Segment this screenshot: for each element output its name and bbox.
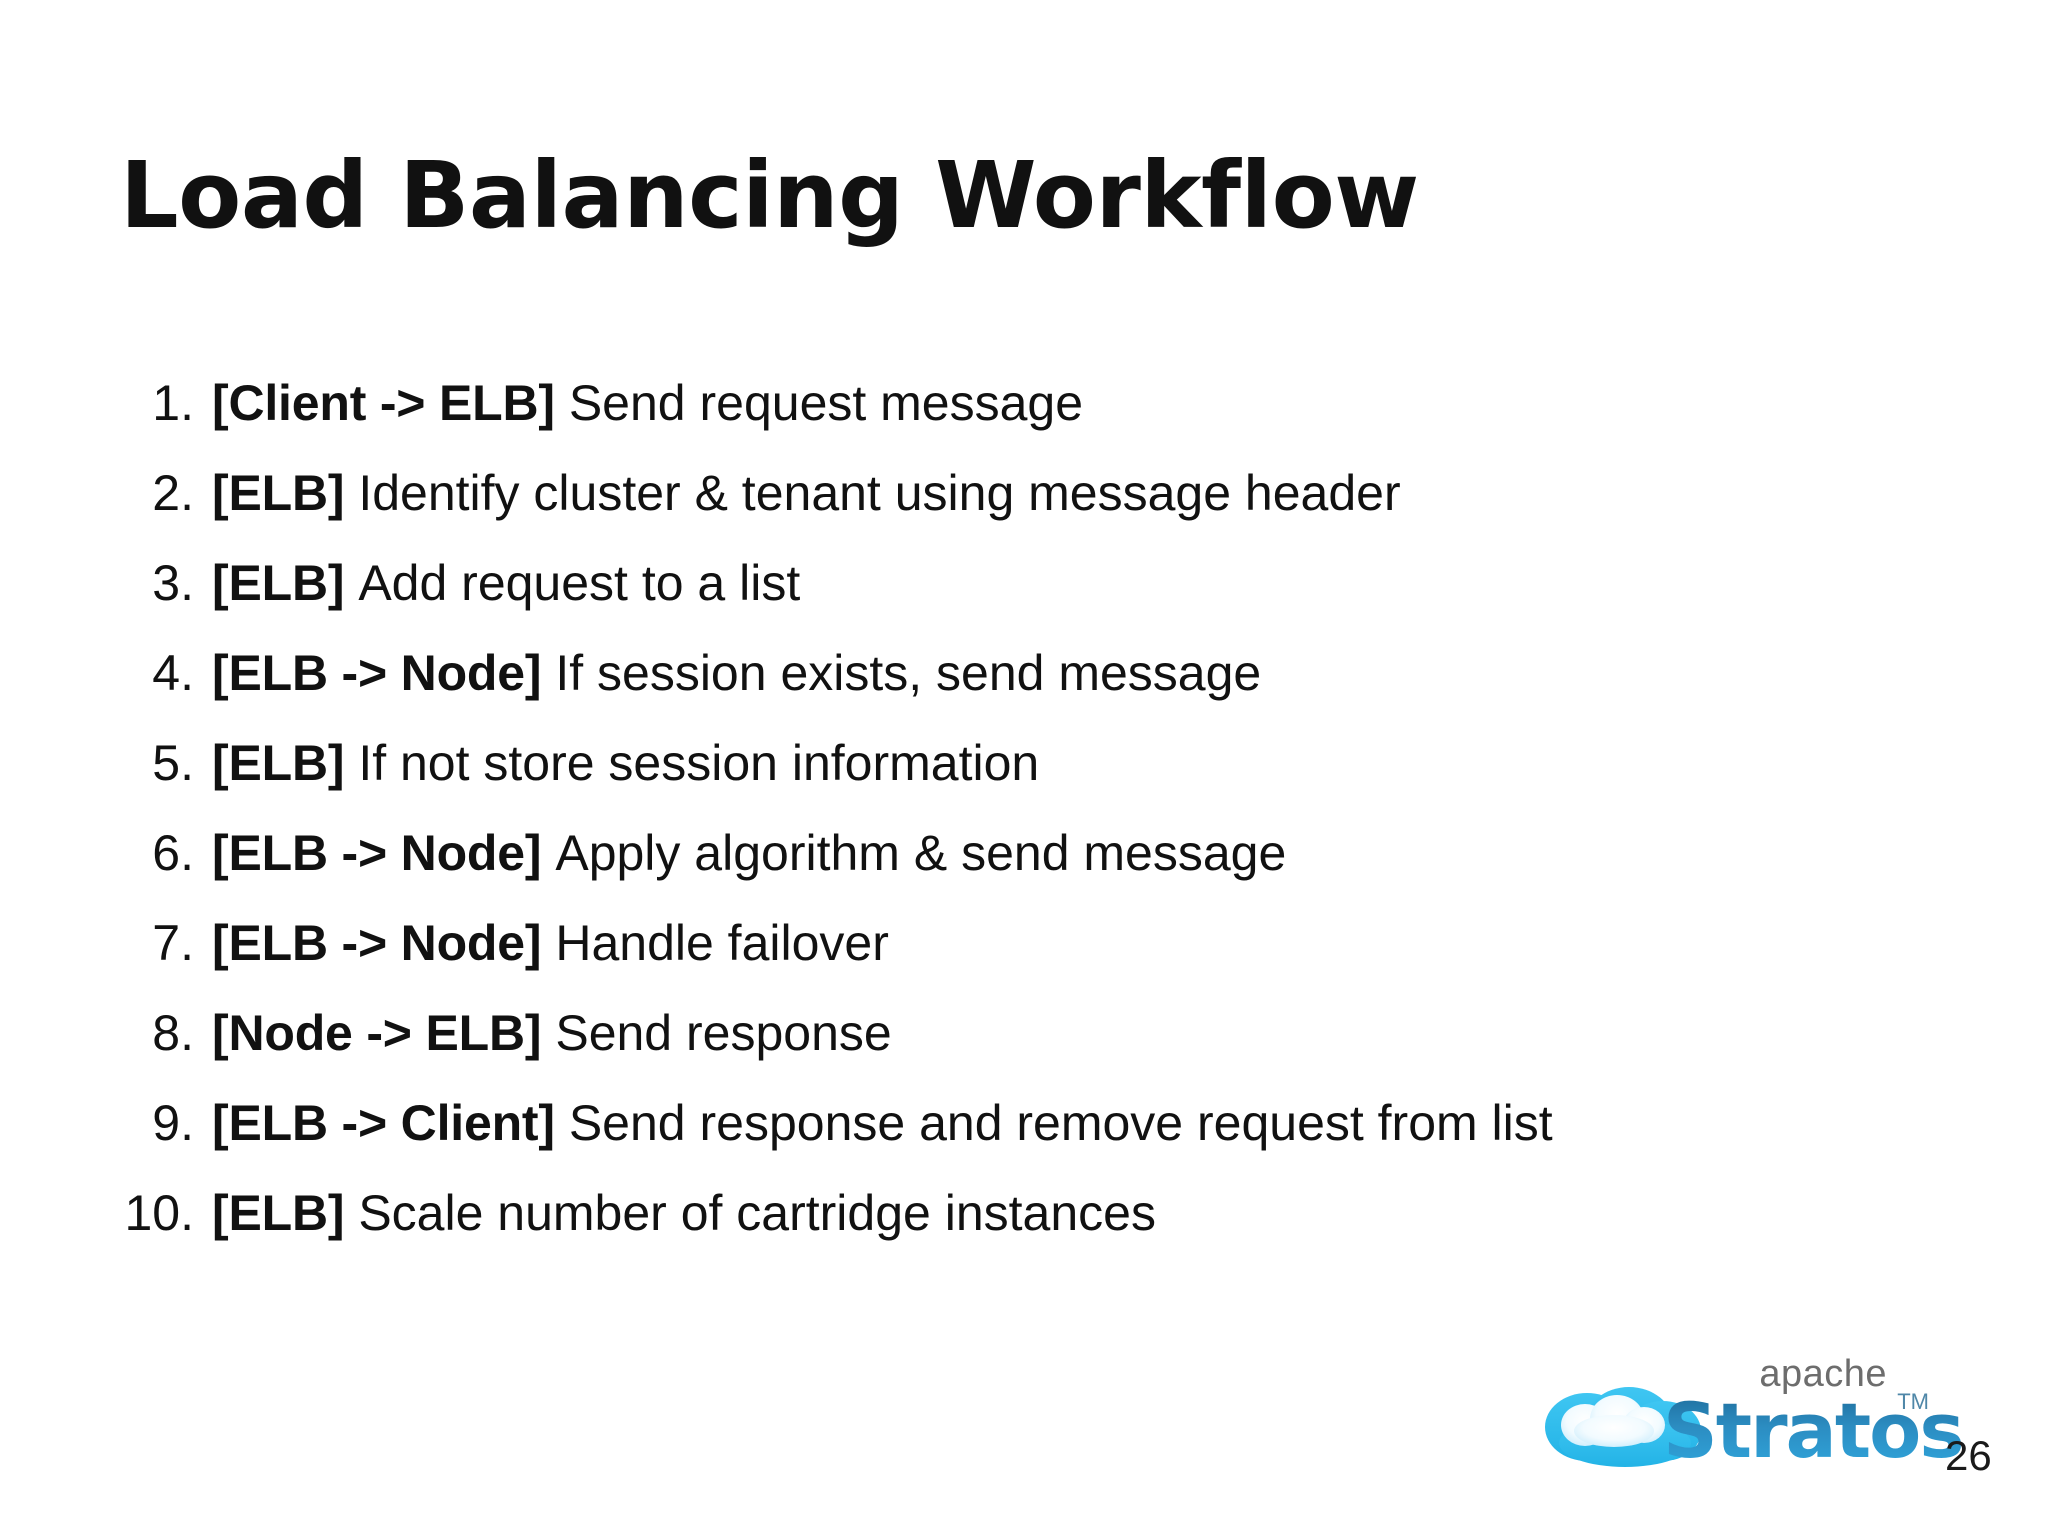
list-item-text: Scale number of cartridge instances — [358, 1185, 1156, 1241]
list-item-text: Send request message — [568, 375, 1084, 431]
list-item-body: [ELB] If not store session information — [212, 718, 1039, 808]
list-item-text: If not store session information — [358, 735, 1040, 791]
list-item-body: [ELB -> Node] If session exists, send me… — [212, 628, 1261, 718]
logo-stratos-wordmark: Stratos — [1663, 1386, 1965, 1475]
list-item-text: Send response and remove request from li… — [568, 1095, 1553, 1151]
workflow-list: 1. [Client -> ELB] Send request message … — [120, 358, 1940, 1258]
trademark-icon: TM — [1897, 1389, 1929, 1414]
list-item-tag: [ELB -> Node] — [212, 645, 542, 701]
list-item-tag: [ELB] — [212, 465, 345, 521]
list-item: 2. [ELB] Identify cluster & tenant using… — [120, 448, 1940, 538]
list-item-text: Add request to a list — [358, 555, 801, 611]
list-item-tag: [Client -> ELB] — [212, 375, 555, 431]
list-item-number: 1. — [152, 375, 194, 431]
list-item-body: [Client -> ELB] Send request message — [212, 358, 1083, 448]
list-item-text: Handle failover — [555, 915, 889, 971]
list-item-body: [ELB -> Node] Handle failover — [212, 898, 889, 988]
list-item-number: 8. — [152, 1005, 194, 1061]
list-item-number: 5. — [152, 735, 194, 791]
list-item-body: [ELB] Identify cluster & tenant using me… — [212, 448, 1401, 538]
list-item-body: [ELB] Add request to a list — [212, 538, 800, 628]
list-item-tag: [ELB -> Client] — [212, 1095, 555, 1151]
cloud-icon — [1545, 1377, 1705, 1473]
list-item-number: 10. — [124, 1185, 194, 1241]
apache-stratos-logo: apache — [1545, 1353, 1965, 1505]
page-number: 26 — [1945, 1432, 1992, 1479]
list-item: 3. [ELB] Add request to a list — [120, 538, 1940, 628]
list-item: 8. [Node -> ELB] Send response — [120, 988, 1940, 1078]
list-item-tag: [ELB] — [212, 555, 345, 611]
list-item-text: Identify cluster & tenant using message … — [358, 465, 1401, 521]
logo-apache-label: apache — [1759, 1353, 1887, 1395]
list-item-number: 2. — [152, 465, 194, 521]
list-item-tag: [ELB -> Node] — [212, 915, 542, 971]
list-item-text: Apply algorithm & send message — [555, 825, 1287, 881]
list-item-body: [ELB -> Client] Send response and remove… — [212, 1078, 1553, 1168]
list-item-number: 6. — [152, 825, 194, 881]
list-item-text: Send response — [555, 1005, 892, 1061]
list-item: 9. [ELB -> Client] Send response and rem… — [120, 1078, 1940, 1168]
list-item: 1. [Client -> ELB] Send request message — [120, 358, 1940, 448]
list-item-tag: [ELB] — [212, 735, 345, 791]
list-item: 6. [ELB -> Node] Apply algorithm & send … — [120, 808, 1940, 898]
list-item-body: [Node -> ELB] Send response — [212, 988, 892, 1078]
list-item-body: [ELB] Scale number of cartridge instance… — [212, 1168, 1156, 1258]
list-item: 4. [ELB -> Node] If session exists, send… — [120, 628, 1940, 718]
list-item-tag: [Node -> ELB] — [212, 1005, 542, 1061]
list-item-tag: [ELB -> Node] — [212, 825, 542, 881]
page-title: Load Balancing Workflow — [120, 142, 1419, 249]
list-item-number: 4. — [152, 645, 194, 701]
list-item-number: 7. — [152, 915, 194, 971]
list-item-body: [ELB -> Node] Apply algorithm & send mes… — [212, 808, 1286, 898]
list-item: 10. [ELB] Scale number of cartridge inst… — [120, 1168, 1940, 1258]
list-item-text: If session exists, send message — [555, 645, 1262, 701]
list-item-tag: [ELB] — [212, 1185, 345, 1241]
list-item: 5. [ELB] If not store session informatio… — [120, 718, 1940, 808]
list-item: 7. [ELB -> Node] Handle failover — [120, 898, 1940, 988]
list-item-number: 3. — [152, 555, 194, 611]
list-item-number: 9. — [152, 1095, 194, 1151]
